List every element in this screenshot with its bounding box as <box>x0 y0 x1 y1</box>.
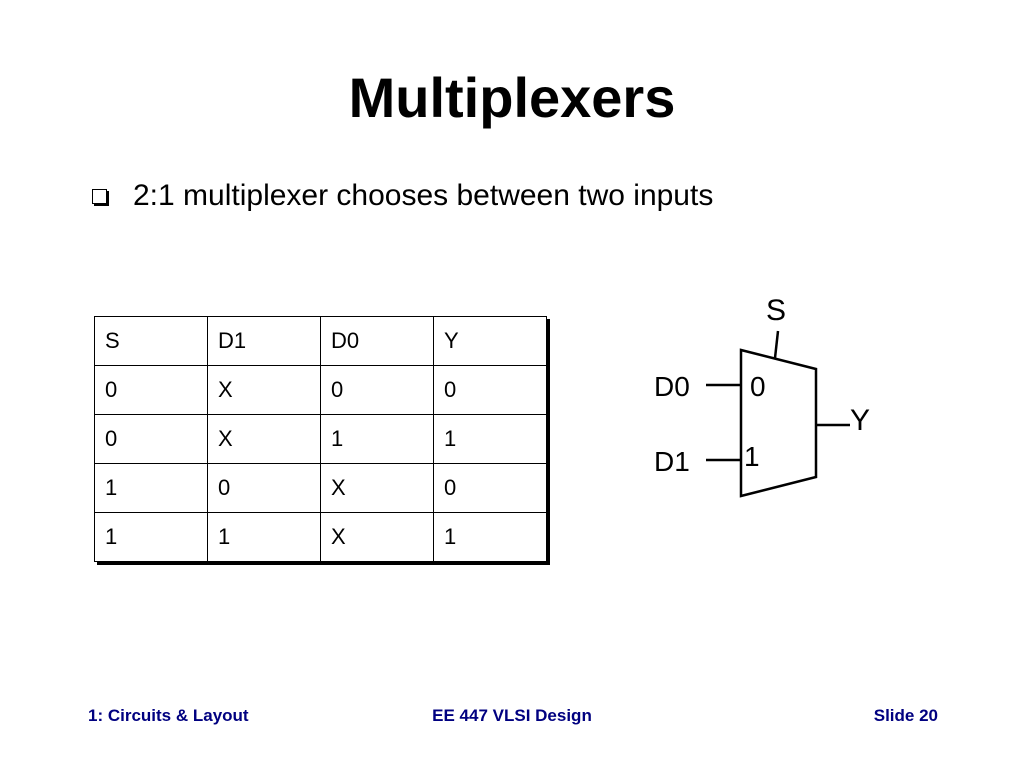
header-s: S <box>94 316 208 366</box>
footer-chapter: 1: Circuits & Layout <box>88 706 249 725</box>
d0-label: D0 <box>654 371 690 402</box>
truth-table: S D1 D0 Y 0 X 0 0 0 X 1 1 1 0 X <box>94 316 547 562</box>
square-bullet-icon <box>92 188 107 204</box>
table-row: 1 1 X 1 <box>94 512 547 562</box>
table-cell: 0 <box>320 365 434 415</box>
port-0-label: 0 <box>750 371 766 402</box>
table-cell: 1 <box>94 463 208 513</box>
table-cell: X <box>320 512 434 562</box>
table-cell: 1 <box>433 414 547 464</box>
table-header-row: S D1 D0 Y <box>94 316 547 366</box>
table-cell: 0 <box>94 365 208 415</box>
table-cell: 1 <box>433 512 547 562</box>
table-cell: 0 <box>433 365 547 415</box>
table-cell: X <box>320 463 434 513</box>
table-cell: 1 <box>94 512 208 562</box>
table-cell: X <box>207 365 321 415</box>
mux-body <box>739 348 818 498</box>
footer-course: EE 447 VLSI Design <box>432 706 592 725</box>
header-d0: D0 <box>320 316 434 366</box>
table-cell: X <box>207 414 321 464</box>
table-row: 1 0 X 0 <box>94 463 547 513</box>
table-cell: 1 <box>207 512 321 562</box>
table-cell: 1 <box>320 414 434 464</box>
table-cell: 0 <box>94 414 208 464</box>
select-wire <box>773 330 780 359</box>
select-label: S <box>766 294 786 327</box>
slide-title: Multiplexers <box>348 66 676 129</box>
footer-slide-number: Slide 20 <box>873 706 938 725</box>
table-cell: 0 <box>207 463 321 513</box>
bullet-item: 2:1 multiplexer chooses between two inpu… <box>92 176 713 216</box>
port-1-label: 1 <box>744 441 760 472</box>
table-row: 0 X 1 1 <box>94 414 547 464</box>
header-y: Y <box>433 316 547 366</box>
bullet-text: 2:1 multiplexer chooses between two inpu… <box>133 179 714 212</box>
mux-diagram: S D0 D1 0 1 Y <box>654 294 870 498</box>
table-cell: 0 <box>433 463 547 513</box>
table-row: 0 X 0 0 <box>94 365 547 415</box>
d1-label: D1 <box>654 446 690 477</box>
header-d1: D1 <box>207 316 321 366</box>
output-label: Y <box>850 404 870 437</box>
